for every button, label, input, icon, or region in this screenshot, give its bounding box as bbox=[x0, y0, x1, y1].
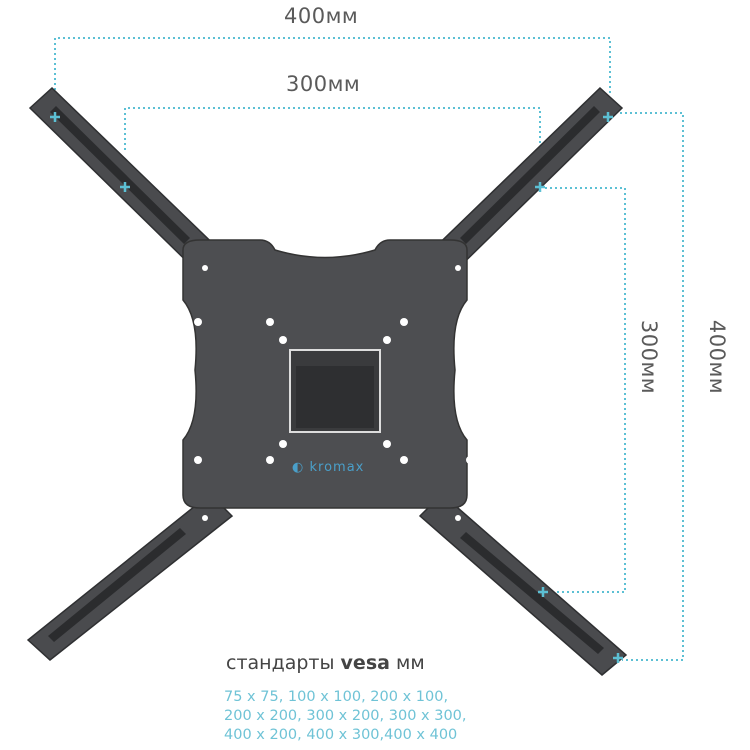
arm-slots bbox=[48, 106, 604, 654]
dimension-label-right-inner: 300мм bbox=[637, 319, 662, 395]
mounting-holes bbox=[194, 265, 474, 521]
logo-icon: ◐ bbox=[292, 460, 310, 475]
dim-line-right-inner bbox=[545, 187, 626, 593]
dimension-label-top-outer: 400мм bbox=[284, 4, 359, 28]
dimension-label-top-inner: 300мм bbox=[286, 72, 361, 96]
dimension-lines bbox=[54, 37, 684, 661]
vesa-markers bbox=[50, 112, 623, 663]
vesa-line: 75 x 75, 100 x 100, 200 x 100, bbox=[224, 689, 449, 705]
dimension-label-right-outer: 400мм bbox=[705, 319, 730, 395]
brand-logo: ◐ kromax bbox=[292, 460, 365, 475]
vesa-line: 400 x 200, 400 x 300,400 x 400 bbox=[224, 727, 458, 743]
vesa-standards-title: стандарты vesa мм bbox=[226, 652, 425, 674]
dim-line-right-outer bbox=[620, 112, 684, 661]
dim-line-top-outer bbox=[54, 37, 611, 100]
dim-line-top-inner bbox=[124, 107, 541, 150]
vesa-standards-list: 75 x 75, 100 x 100, 200 x 100, 200 x 200… bbox=[224, 688, 524, 745]
vesa-line: 200 x 200, 300 x 200, 300 x 300, bbox=[224, 708, 467, 724]
